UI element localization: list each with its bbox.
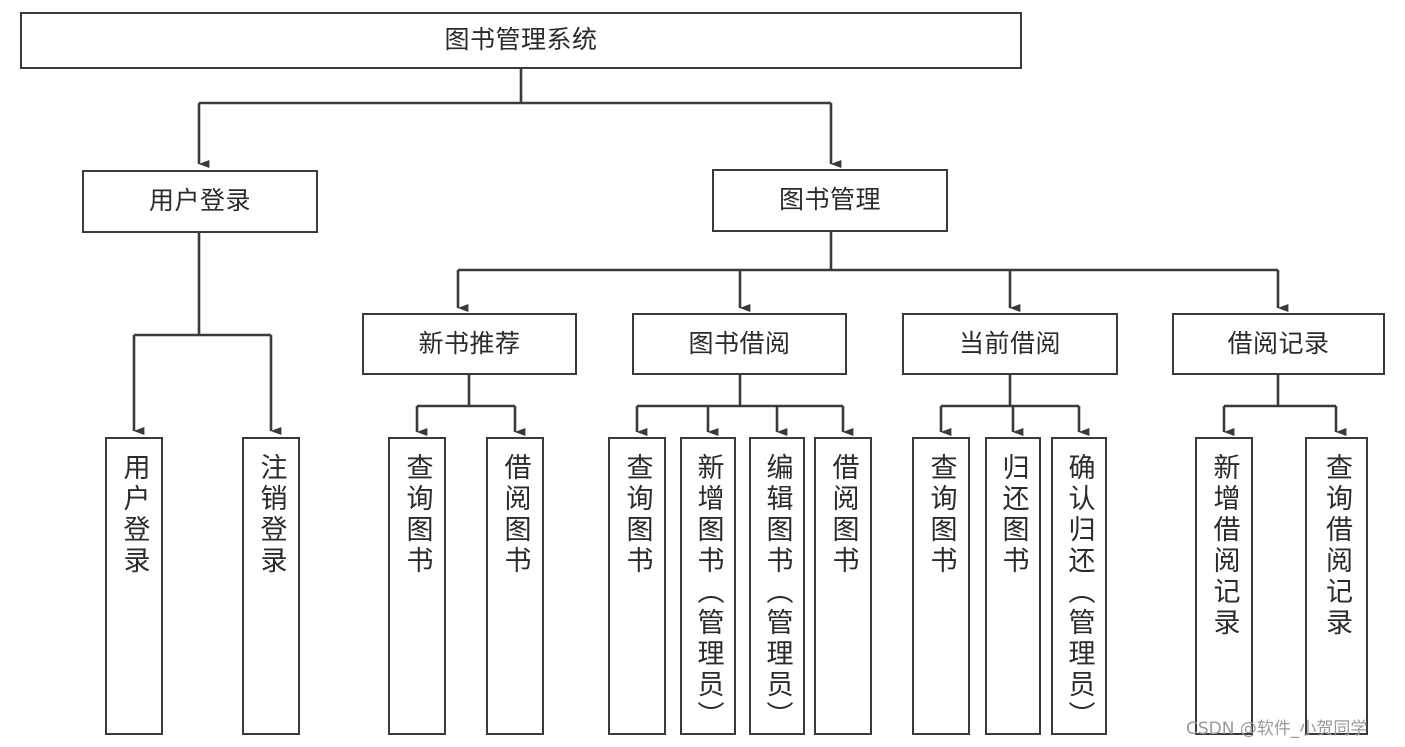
- node-label: 用户登录: [148, 186, 251, 216]
- node-label: 图书管理: [778, 185, 881, 215]
- node-leaf-query-book-3[interactable]: 查询图书: [912, 437, 970, 735]
- node-label: 查询图书: [621, 453, 653, 577]
- node-leaf-confirm-return-admin[interactable]: 确认归还（管理员）: [1051, 437, 1107, 735]
- node-leaf-borrow-book-2[interactable]: 借阅图书: [814, 437, 872, 735]
- node-label: 归还图书: [997, 453, 1029, 577]
- node-book-management[interactable]: 图书管理: [712, 169, 948, 232]
- node-leaf-user-login[interactable]: 用户登录: [105, 437, 163, 735]
- node-label: 查询借阅记录: [1321, 453, 1352, 639]
- node-label: 确认归还（管理员）: [1063, 453, 1095, 732]
- node-label: 图书借阅: [688, 328, 791, 358]
- node-label: 借阅记录: [1227, 328, 1330, 358]
- node-label: 编辑图书（管理员）: [761, 453, 793, 732]
- node-leaf-return-book[interactable]: 归还图书: [985, 437, 1041, 735]
- node-label: 当前借阅: [958, 328, 1061, 358]
- node-label: 新书推荐: [418, 328, 521, 358]
- node-label: 新增图书（管理员）: [692, 453, 724, 732]
- node-current-borrowing[interactable]: 当前借阅: [902, 313, 1118, 375]
- node-label: 查询图书: [925, 453, 957, 577]
- node-user-login[interactable]: 用户登录: [82, 170, 318, 233]
- node-borrowing-record[interactable]: 借阅记录: [1172, 313, 1385, 375]
- node-new-book-recommendation[interactable]: 新书推荐: [362, 313, 577, 375]
- node-label: 图书管理系统: [444, 25, 598, 55]
- watermark-text: CSDN @软件_小贺同学: [1186, 719, 1368, 739]
- node-label: 注销登录: [255, 453, 287, 577]
- node-leaf-borrow-book-1[interactable]: 借阅图书: [486, 437, 544, 735]
- node-leaf-add-book-admin[interactable]: 新增图书（管理员）: [680, 437, 736, 735]
- node-book-borrowing[interactable]: 图书借阅: [632, 313, 847, 375]
- node-label: 新增借阅记录: [1208, 453, 1240, 639]
- node-label: 借阅图书: [827, 453, 859, 577]
- node-book-management-system[interactable]: 图书管理系统: [20, 12, 1022, 69]
- node-leaf-query-borrow-record[interactable]: 查询借阅记录: [1305, 437, 1368, 735]
- node-leaf-query-book-1[interactable]: 查询图书: [388, 437, 446, 735]
- node-leaf-add-borrow-record[interactable]: 新增借阅记录: [1195, 437, 1253, 735]
- node-label: 用户登录: [118, 453, 150, 577]
- node-leaf-query-book-2[interactable]: 查询图书: [608, 437, 666, 735]
- node-label: 借阅图书: [499, 453, 531, 577]
- node-label: 查询图书: [401, 453, 433, 577]
- node-leaf-edit-book-admin[interactable]: 编辑图书（管理员）: [749, 437, 805, 735]
- node-leaf-logout[interactable]: 注销登录: [242, 437, 300, 735]
